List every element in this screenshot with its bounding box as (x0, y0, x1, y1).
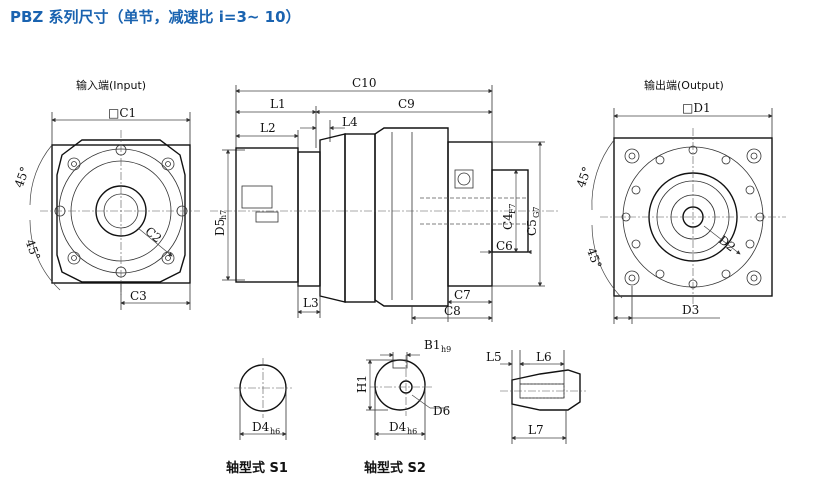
dim-h1: H1 (355, 375, 369, 393)
dim-l2: L2 (260, 121, 276, 135)
caption-s2: 轴型式 S2 (364, 460, 426, 476)
dim-c3: C3 (130, 289, 147, 303)
input-end-view: 输入端(Input) □C1 45° 45° C2 (12, 78, 200, 310)
dim-c5-sub: G7 (532, 207, 541, 218)
dim-b1: B1 (424, 338, 440, 352)
dim-d4-s1: D4 (252, 420, 270, 434)
dim-c9: C9 (398, 97, 415, 111)
dim-l4: L4 (342, 115, 358, 129)
dim-d1: □D1 (682, 101, 711, 115)
dim-l3: L3 (303, 296, 319, 310)
dim-d4-s1-sub: h6 (270, 427, 280, 436)
output-view-label: 输出端(Output) (644, 78, 724, 92)
input-angle-top: 45° (12, 165, 32, 190)
dim-c4: C4 (501, 213, 515, 230)
shaft-end-detail: L5 L6 L7 (486, 350, 586, 444)
input-view-label: 输入端(Input) (76, 78, 146, 92)
dim-d5: D5 (213, 219, 227, 236)
shaft-type-s1: D4 h6 轴型式 S1 (226, 358, 292, 476)
dim-c6: C6 (496, 239, 513, 253)
dim-c1: □C1 (108, 106, 136, 120)
output-end-view: 输出端(Output) □D1 45° 45° (574, 78, 786, 324)
dim-b1-sub: h9 (441, 345, 451, 354)
dim-c4-sub: F7 (508, 203, 517, 214)
dim-l1: L1 (270, 97, 286, 111)
output-angle-top: 45° (574, 165, 594, 190)
dim-c5: C5 (525, 219, 539, 236)
dim-d4-s2: D4 (389, 420, 407, 434)
dim-l6: L6 (536, 350, 552, 364)
dim-l5: L5 (486, 350, 502, 364)
dim-d4-s2-sub: h6 (407, 427, 417, 436)
dim-d6: D6 (433, 404, 450, 418)
shaft-type-s2: B1 h9 H1 D6 D4 h6 轴型式 S2 (355, 338, 451, 476)
dim-c2: C2 (142, 224, 164, 246)
dim-d5-sub: h7 (219, 210, 228, 220)
dim-c7: C7 (454, 288, 471, 302)
caption-s1: 轴型式 S1 (226, 460, 288, 476)
side-view: C10 L1 C9 L2 L4 D5 h7 (210, 76, 560, 324)
dim-c8: C8 (444, 304, 461, 318)
dim-d3: D3 (682, 303, 699, 317)
output-angle-bottom: 45° (584, 246, 604, 271)
page-title: PBZ 系列尺寸（单节，减速比 i=3~ 10） (10, 8, 301, 26)
input-angle-bottom: 45° (23, 237, 43, 262)
dim-d2: D2 (716, 233, 738, 255)
dim-l7: L7 (528, 423, 544, 437)
dim-c10: C10 (352, 76, 376, 90)
